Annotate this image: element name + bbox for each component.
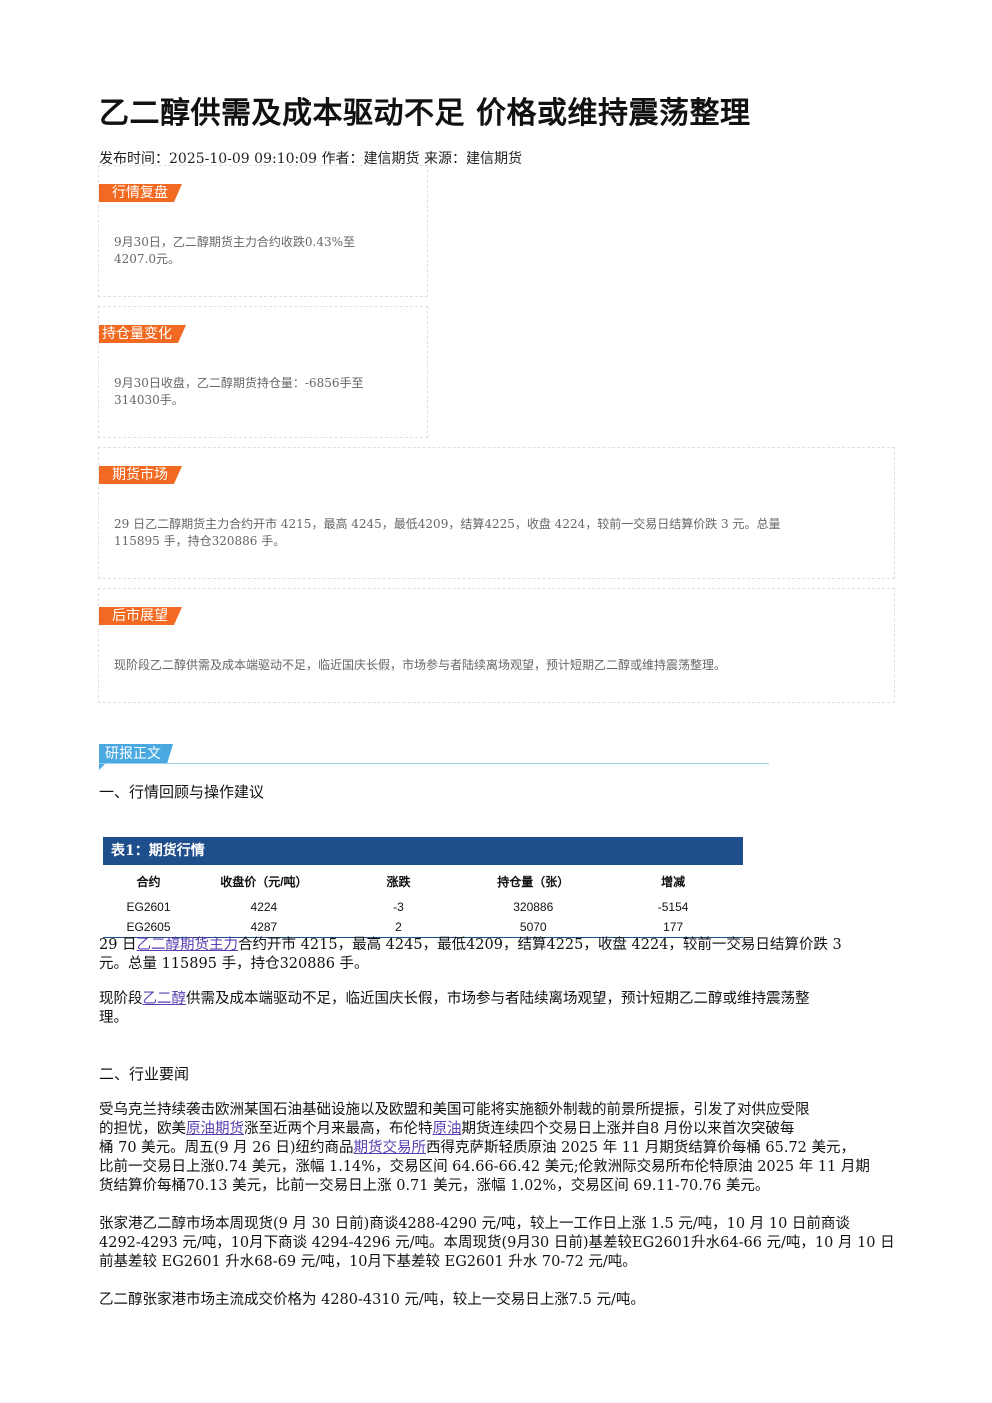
p4-line: 4292-4293 元/吨，10月下商谈 4294-4296 元/吨。本周现货(… xyxy=(99,1235,895,1251)
cell-change: -3 xyxy=(393,900,404,914)
outlook-text: 现阶段乙二醇供需及成本端驱动不足，临近国庆长假，市场参与者陆续离场观望，预计短期… xyxy=(114,657,726,674)
futures-market-tag: 期货市场 xyxy=(99,466,182,484)
heading-market-review: 一、行情回顾与操作建议 xyxy=(99,783,265,801)
link-crude[interactable]: 原油 xyxy=(432,1121,462,1137)
table-header-row: 合约 收盘价（元/吨） 涨跌 持仓量（张） 增减 xyxy=(103,865,743,897)
market-review-line: 9月30日，乙二醇期货主力合约收跌0.43%至 xyxy=(114,235,356,249)
p3-text: 西得克萨斯轻质原油 2025 年 11 月期货结算价每桶 65.72 美元， xyxy=(426,1140,856,1156)
open-interest-card: 持仓量变化 9月30日收盘，乙二醇期货持仓量：-6856手至 314030手。 xyxy=(98,306,428,438)
heading-industry-news: 二、行业要闻 xyxy=(99,1065,190,1083)
futures-quote-table: 合约 收盘价（元/吨） 涨跌 持仓量（张） 增减 EG2601 4224 -3 … xyxy=(103,865,743,938)
p3-text: 涨至近两个月来最高，布伦特 xyxy=(244,1121,433,1137)
paragraph-spot-market: 张家港乙二醇市场本周现货(9 月 30 日前)商谈4288-4290 元/吨，较… xyxy=(99,1215,895,1272)
cell-oi: 5070 xyxy=(463,917,604,938)
cell-oi: 320886 xyxy=(513,900,554,914)
futures-market-line: 115895 手，持仓320886 手。 xyxy=(114,534,286,548)
p4-line: 张家港乙二醇市场本周现货(9 月 30 日前)商谈4288-4290 元/吨，较… xyxy=(99,1216,850,1232)
futures-market-text: 29 日乙二醇期货主力合约开市 4215，最高 4245，最低4209，结算42… xyxy=(114,516,781,550)
p4-line: 前基差较 EG2601 升水68-69 元/吨，10月下基差较 EG2601 升… xyxy=(99,1254,637,1270)
link-futures-exchange[interactable]: 期货交易所 xyxy=(353,1140,427,1156)
open-interest-line: 9月30日收盘，乙二醇期货持仓量：-6856手至 xyxy=(114,376,364,390)
outlook-line: 现阶段乙二醇供需及成本端驱动不足，临近国庆长假，市场参与者陆续离场观望，预计短期… xyxy=(114,658,727,672)
table-row: EG2601 4224 -3 320886 -5154 xyxy=(103,897,743,917)
market-review-card: 行情复盘 9月30日，乙二醇期货主力合约收跌0.43%至 4207.0元。 xyxy=(98,165,428,297)
section-divider xyxy=(99,763,769,764)
p2-text: 现阶段 xyxy=(99,991,143,1007)
cell-change: 2 xyxy=(333,917,464,938)
paragraph-transaction-price: 乙二醇张家港市场主流成交价格为 4280-4310 元/吨，较上一交易日上涨7.… xyxy=(99,1292,645,1308)
p3-line: 货结算价每桶70.13 美元，比前一交易日上涨 0.71 美元，涨幅 1.02%… xyxy=(99,1178,770,1194)
open-interest-tag: 持仓量变化 xyxy=(99,325,186,343)
link-crude-futures[interactable]: 原油期货 xyxy=(186,1121,244,1137)
table-caption: 表1：期货行情 xyxy=(103,837,743,865)
p3-line: 受乌克兰持续袭击欧洲某国石油基础设施以及欧盟和美国可能将实施额外制裁的前景所提振… xyxy=(99,1102,810,1118)
paragraph-outlook: 现阶段乙二醇供需及成本端驱动不足，临近国庆长假，市场参与者陆续离场观望，预计短期… xyxy=(99,990,895,1028)
outlook-tag: 后市展望 xyxy=(99,607,182,625)
p3-line: 比前一交易日上涨0.74 美元，涨幅 1.14%，交易区间 64.66-66.4… xyxy=(99,1159,870,1175)
col-header-close: 收盘价（元/吨） xyxy=(220,874,308,889)
cell-contract: EG2605 xyxy=(103,917,195,938)
market-review-tag: 行情复盘 xyxy=(99,184,182,202)
p2-text: 供需及成本端驱动不足，临近国庆长假，市场参与者陆续离场观望，预计短期乙二醇或维持… xyxy=(186,991,810,1007)
p3-text: 的担忧，欧美 xyxy=(99,1121,186,1137)
col-header-delta: 增减 xyxy=(661,874,686,889)
cell-delta: 177 xyxy=(603,917,743,938)
market-review-text: 9月30日，乙二醇期货主力合约收跌0.43%至 4207.0元。 xyxy=(114,234,355,268)
col-header-change: 涨跌 xyxy=(386,874,411,889)
report-body-tag: 研报正文 xyxy=(99,744,173,764)
p3-text: 桶 70 美元。周五(9 月 26 日)纽约商品 xyxy=(99,1140,354,1156)
market-review-line: 4207.0元。 xyxy=(114,252,180,266)
paragraph-crude-news: 受乌克兰持续袭击欧洲某国石油基础设施以及欧盟和美国可能将实施额外制裁的前景所提振… xyxy=(99,1101,895,1196)
paragraph-futures-summary: 29 日乙二醇期货主力合约开市 4215，最高 4245，最低4209，结算42… xyxy=(99,936,895,974)
cell-close: 4287 xyxy=(194,917,334,938)
article-meta: 发布时间：2025-10-09 09:10:09 作者：建信期货 来源：建信期货 xyxy=(99,151,522,167)
outlook-card: 后市展望 现阶段乙二醇供需及成本端驱动不足，临近国庆长假，市场参与者陆续离场观望… xyxy=(98,588,895,703)
link-eg[interactable]: 乙二醇 xyxy=(142,991,187,1007)
p1-text: 29 日 xyxy=(99,937,137,953)
col-header-oi: 持仓量（张） xyxy=(497,874,570,889)
futures-table: 表1：期货行情 合约 收盘价（元/吨） 涨跌 持仓量（张） 增减 EG2601 … xyxy=(103,837,743,938)
p2-text: 理。 xyxy=(99,1010,128,1026)
open-interest-text: 9月30日收盘，乙二醇期货持仓量：-6856手至 314030手。 xyxy=(114,375,364,409)
section-corner-mark xyxy=(99,764,105,770)
table-row: EG2605 4287 2 5070 177 xyxy=(103,917,743,938)
cell-delta: -5154 xyxy=(657,900,689,914)
p1-text: 合约开市 4215，最高 4245，最低4209，结算4225，收盘 4224，… xyxy=(238,937,842,953)
futures-market-line: 29 日乙二醇期货主力合约开市 4215，最高 4245，最低4209，结算42… xyxy=(114,517,781,531)
cell-contract: EG2601 xyxy=(126,900,171,914)
p1-text: 元。总量 115895 手，持仓320886 手。 xyxy=(99,956,369,972)
article-title: 乙二醇供需及成本驱动不足 价格或维持震荡整理 xyxy=(99,96,751,131)
col-header-contract: 合约 xyxy=(136,874,161,889)
p3-text: 期货连续四个交易日上涨并自8 月份以来首次突破每 xyxy=(461,1121,795,1137)
cell-close: 4224 xyxy=(250,900,278,914)
link-eg-main-contract[interactable]: 乙二醇期货主力 xyxy=(136,937,239,953)
open-interest-line: 314030手。 xyxy=(114,393,184,407)
futures-market-card: 期货市场 29 日乙二醇期货主力合约开市 4215，最高 4245，最低4209… xyxy=(98,447,895,579)
